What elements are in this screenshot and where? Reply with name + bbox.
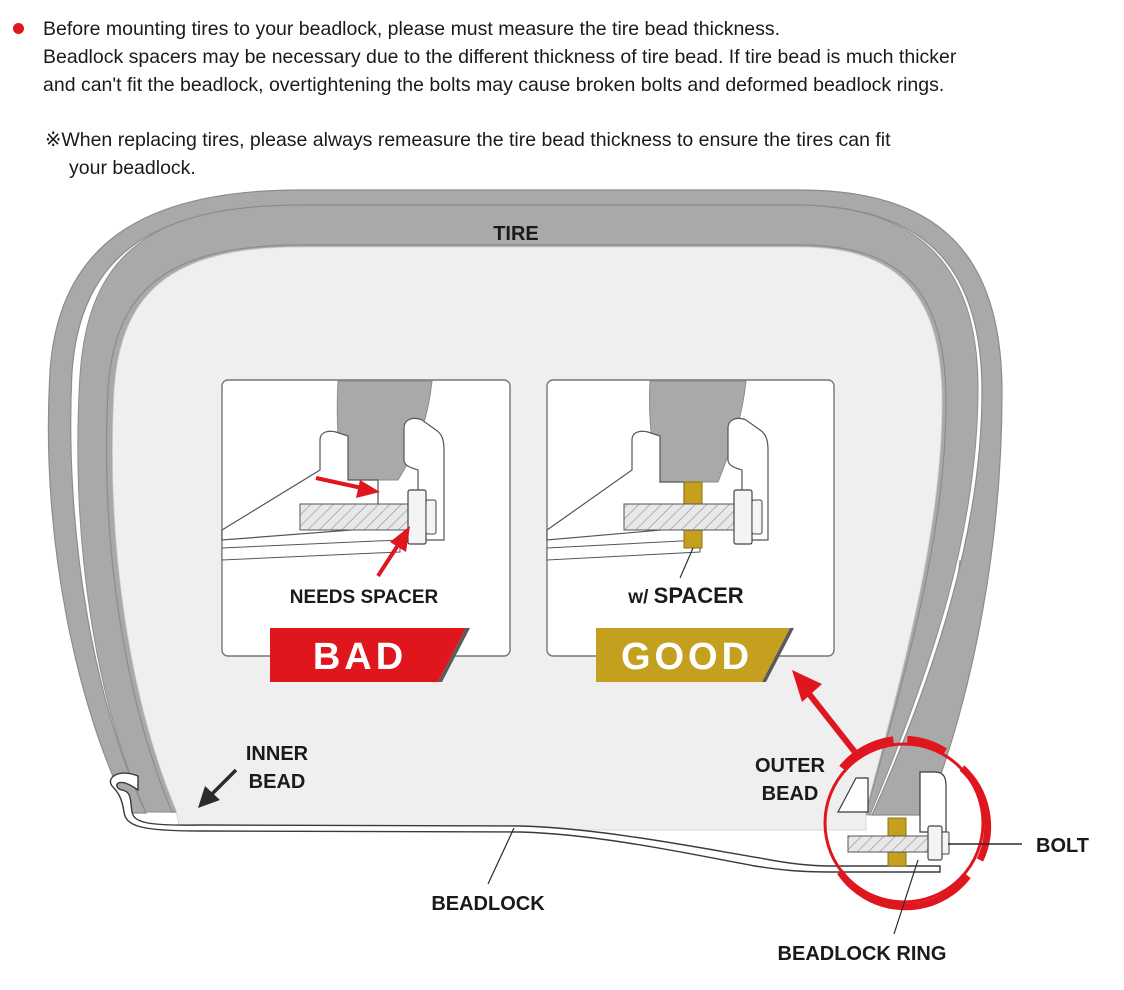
circle-accent-arc-right	[959, 765, 992, 862]
bad-badge-stripe	[438, 628, 470, 682]
inner-bead-arrow-line	[208, 768, 238, 798]
bad-panel	[221, 379, 511, 657]
circle-bolt-cap	[941, 831, 950, 855]
circle-accent-arc-top	[839, 735, 957, 771]
instruction-line-1: Before mounting tires to your beadlock, …	[43, 18, 781, 40]
bad-badge-bg	[270, 628, 466, 682]
bad-badge-label: BAD	[313, 636, 407, 678]
callout-arrow-head	[792, 670, 822, 702]
good-badge-bg	[596, 628, 790, 682]
inner-bead-label-line1: INNER	[246, 743, 309, 765]
callout-arrow-line	[803, 688, 861, 758]
beadlock-rim	[109, 772, 941, 873]
circle-bolt-head	[927, 825, 943, 861]
outer-bead-label-line1: OUTER	[755, 755, 826, 777]
instruction-line-2: Beadlock spacers may be necessary due to…	[43, 46, 957, 68]
bad-panel-caption: NEEDS SPACER	[290, 587, 439, 608]
note-line-1: ※When replacing tires, please always rem…	[45, 129, 891, 151]
tire-label: TIRE	[493, 223, 539, 245]
rim-ledge	[837, 777, 869, 813]
instructions-block: Before mounting tires to your beadlock, …	[0, 0, 1124, 190]
inner-bead-label-line2: BEAD	[249, 771, 306, 793]
outer-bead-label-line2: BEAD	[762, 783, 819, 805]
good-panel	[546, 379, 835, 657]
inner-bead-arrow-head	[198, 786, 220, 808]
beadlock-leader-line	[487, 827, 515, 885]
good-panel-caption: w/ SPACER	[627, 583, 744, 608]
bullet-icon	[13, 23, 24, 34]
beadlock-label: BEADLOCK	[431, 893, 545, 915]
outer-clamp	[919, 771, 947, 833]
good-badge-label: GOOD	[621, 636, 753, 678]
bolt-label: BOLT	[1036, 835, 1089, 857]
note-line-2: your beadlock.	[69, 157, 196, 179]
beadlock-ring-label: BEADLOCK RING	[778, 943, 947, 965]
good-badge-stripe	[762, 628, 794, 682]
circle-bolt-shank	[847, 835, 929, 853]
beadlock-ring-leader-line	[893, 859, 919, 935]
instruction-line-3: and can't fit the beadlock, overtighteni…	[43, 74, 945, 96]
